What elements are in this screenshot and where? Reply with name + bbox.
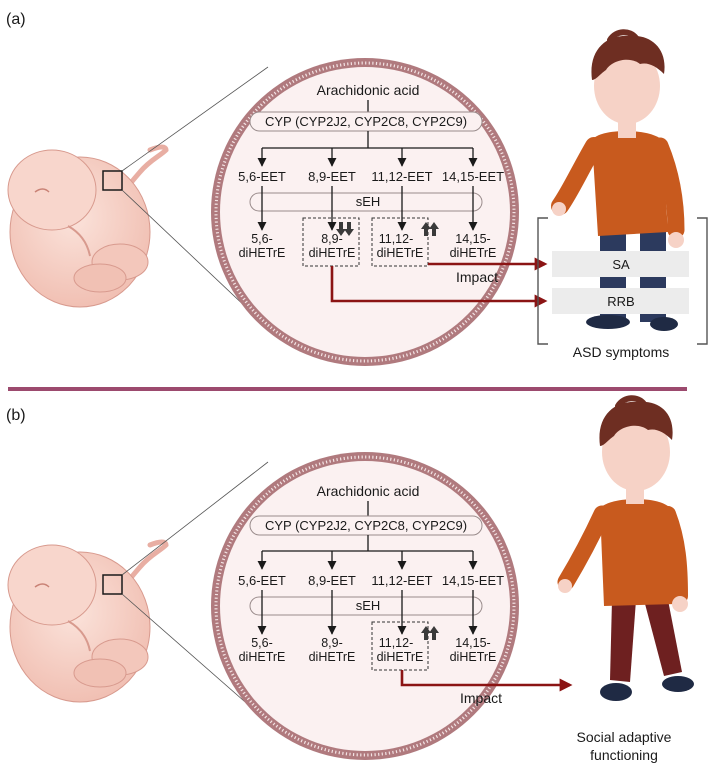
- diol-5-6-line1: 5,6-: [251, 232, 273, 246]
- diol-5-6-line1-b: 5,6-: [251, 636, 273, 650]
- panel-b: (b) Arachidonic acid CYP (CYP2J2, CYP2C8…: [6, 395, 694, 763]
- diol-11-12-highlight: [371, 217, 429, 267]
- symptom-rrb-text: RRB: [607, 294, 634, 309]
- eet-11-12-b: 11,12-EET: [371, 573, 432, 588]
- symptoms-bracket-right: [697, 217, 708, 345]
- cyp-enzyme-box-b: [249, 515, 483, 536]
- cyp-enzyme-text-b: CYP (CYP2J2, CYP2C8, CYP2C9): [265, 518, 467, 533]
- pathway-b: Arachidonic acid CYP (CYP2J2, CYP2C8, CY…: [238, 483, 504, 671]
- diol-11-12-line1-b: 11,12-: [379, 636, 414, 650]
- diol-11-12-line2-b: diHETrE: [377, 650, 424, 664]
- impact-arrow-b: [400, 670, 573, 692]
- diol-11-12-line1: 11,12-: [379, 232, 414, 246]
- diol-8-9-line2-b: diHETrE: [309, 650, 356, 664]
- fetus-illustration: [7, 144, 169, 308]
- diol-14-15-line1: 14,15-: [455, 232, 490, 246]
- increase-arrows-icon-b: [421, 626, 439, 640]
- symptoms-bracket-left: [537, 217, 548, 345]
- eet-14-15: 14,15-EET: [442, 169, 504, 184]
- impact-arrow-rrb: [330, 266, 548, 308]
- eet-5-6-b: 5,6-EET: [238, 573, 286, 588]
- eet-8-9: 8,9-EET: [308, 169, 356, 184]
- outcome-line1: Social adaptive: [577, 729, 672, 745]
- symptom-sa-text: SA: [612, 257, 630, 272]
- diol-8-9-line1: 8,9-: [321, 232, 343, 246]
- decrease-arrows-icon: [336, 222, 354, 236]
- eet-11-12: 11,12-EET: [371, 169, 432, 184]
- substrate-text: Arachidonic acid: [317, 82, 420, 98]
- symptom-rrb-box: [552, 288, 689, 314]
- panel-divider: [8, 387, 687, 391]
- diol-11-12-highlight-b: [371, 621, 429, 671]
- substrate-text-b: Arachidonic acid: [317, 483, 420, 499]
- eet-8-9-b: 8,9-EET: [308, 573, 356, 588]
- increase-arrows-icon: [421, 222, 439, 236]
- seh-enzyme-text: sEH: [356, 194, 381, 209]
- zoom-box-b: [102, 574, 123, 595]
- diol-8-9-line1-b: 8,9-: [321, 636, 343, 650]
- diol-8-9-line2: diHETrE: [309, 246, 356, 260]
- seh-enzyme-text-b: sEH: [356, 598, 381, 613]
- impact-label-a: Impact: [456, 269, 498, 285]
- fetus-illustration-b: [7, 539, 169, 703]
- panel-a: (a) Arachidonic acid CYP (CYP2J2, CYP2C8…: [6, 11, 708, 366]
- diol-5-6-line2: diHETrE: [239, 246, 286, 260]
- symptom-sa-box: [552, 251, 689, 277]
- cyp-enzyme-text: CYP (CYP2J2, CYP2C8, CYP2C9): [265, 114, 467, 129]
- impact-label-b: Impact: [460, 690, 502, 706]
- diol-14-15-line2-b: diHETrE: [450, 650, 497, 664]
- panel-a-label: (a): [6, 11, 26, 28]
- diol-5-6-line2-b: diHETrE: [239, 650, 286, 664]
- eet-14-15-b: 14,15-EET: [442, 573, 504, 588]
- child-illustration-a: [551, 29, 685, 331]
- diol-14-15-line1-b: 14,15-: [455, 636, 490, 650]
- child-illustration-b: [557, 395, 694, 701]
- eet-5-6: 5,6-EET: [238, 169, 286, 184]
- outcome-line2: functioning: [590, 747, 658, 763]
- diol-11-12-line2: diHETrE: [377, 246, 424, 260]
- zoom-box: [102, 170, 123, 191]
- pathway-a: Arachidonic acid CYP (CYP2J2, CYP2C8, CY…: [238, 82, 504, 267]
- diol-14-15-line2: diHETrE: [450, 246, 497, 260]
- seh-enzyme-box-b: [249, 596, 483, 616]
- panel-b-label: (b): [6, 407, 26, 424]
- cyp-enzyme-box: [249, 111, 483, 132]
- symptoms-caption: ASD symptoms: [573, 344, 669, 360]
- seh-enzyme-box: [249, 192, 483, 212]
